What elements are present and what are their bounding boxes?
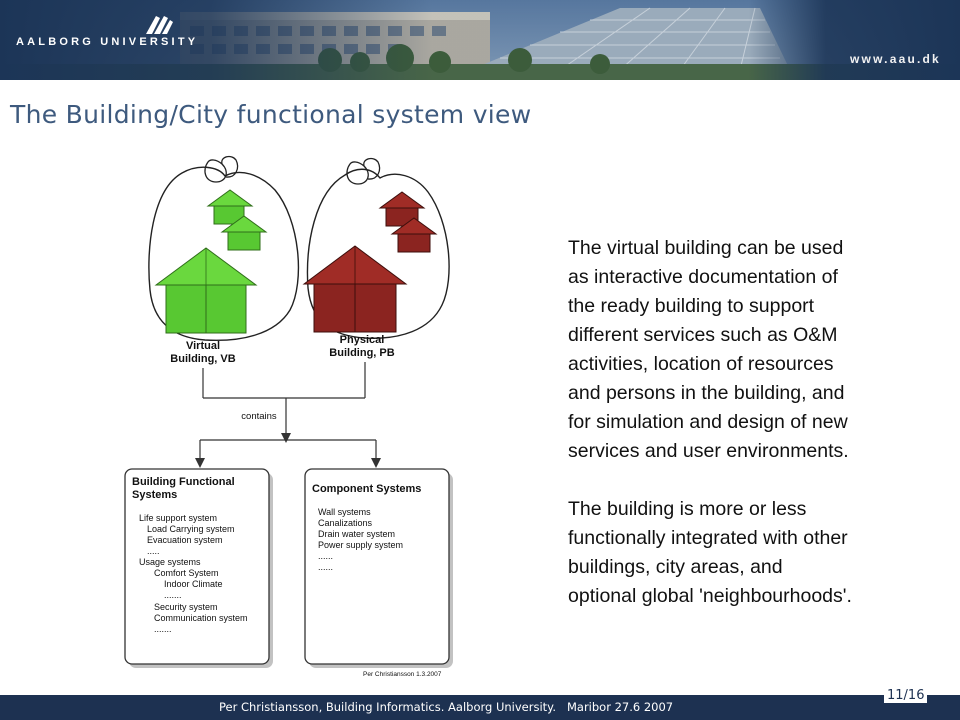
physical-house-large-icon	[302, 245, 408, 333]
footer-text: Per Christiansson, Building Informatics.…	[219, 700, 674, 714]
university-name: AALBORG UNIVERSITY	[16, 36, 199, 48]
component-item: Drain water system	[318, 529, 395, 539]
arrow-down-right-icon	[371, 458, 381, 468]
component-item: ......	[318, 551, 333, 561]
virtual-house-small-1-icon	[206, 189, 254, 225]
functional-item: Security system	[154, 602, 218, 612]
component-item: Canalizations	[318, 518, 373, 528]
paragraph-line: and persons in the building, and	[568, 382, 845, 404]
functional-item: Comfort System	[154, 568, 219, 578]
functional-item: Life support system	[139, 513, 217, 523]
functional-systems-box: Building Functional Systems Life support…	[124, 468, 270, 665]
footer-bar: Per Christiansson, Building Informatics.…	[0, 688, 960, 720]
campus-photo-banner	[0, 0, 960, 80]
slide-title: The Building/City functional system view	[10, 100, 532, 129]
diagram-credit: Per Christiansson 1.3.2007	[363, 671, 442, 678]
description-text: The virtual building can be used as inte…	[568, 234, 948, 611]
component-item: Wall systems	[318, 507, 371, 517]
paragraph-1: The virtual building can be used as inte…	[568, 234, 948, 466]
paragraph-2: The building is more or less functionall…	[568, 495, 948, 611]
virtual-building-label-2: Building, VB	[170, 353, 235, 365]
functional-item: .......	[154, 624, 172, 634]
header-banner: AALBORG UNIVERSITY www.aau.dk	[0, 0, 960, 80]
functional-system-diagram: Virtual Building, VB Physical Building, …	[124, 155, 453, 678]
page-number: 11/16	[884, 688, 928, 703]
component-box-title: Component Systems	[312, 483, 421, 495]
paragraph-line: functionally integrated with other	[568, 527, 848, 549]
virtual-house-large-icon	[154, 247, 258, 334]
paragraph-line: The building is more or less	[568, 498, 807, 520]
paragraph-line: optional global 'neighbourhoods'.	[568, 585, 852, 607]
virtual-building-label-1: Virtual	[186, 340, 220, 352]
functional-item: Usage systems	[139, 557, 201, 567]
functional-box-title-1: Building Functional	[132, 476, 235, 488]
virtual-cloud-outline	[148, 166, 300, 342]
physical-cloud-outline	[306, 168, 450, 339]
functional-item: Communication system	[154, 613, 248, 623]
component-item: Power supply system	[318, 540, 403, 550]
functional-item: Evacuation system	[147, 535, 223, 545]
component-systems-box: Component Systems Wall systems Canalizat…	[304, 468, 450, 665]
university-logo-icon	[146, 16, 173, 34]
physical-building-label-2: Building, PB	[329, 347, 394, 359]
paragraph-line: different services such as O&M	[568, 324, 838, 346]
functional-item: .......	[164, 590, 182, 600]
functional-box-title-2: Systems	[132, 489, 177, 501]
paragraph-line: as interactive documentation of	[568, 266, 838, 288]
functional-item: Load Carrying system	[147, 524, 235, 534]
connector-lines	[199, 362, 377, 460]
arrow-down-icon	[281, 433, 291, 443]
component-item: ......	[318, 562, 333, 572]
website-url: www.aau.dk	[850, 52, 941, 66]
contains-label: contains	[241, 411, 277, 422]
virtual-house-small-2-icon	[220, 215, 268, 251]
paragraph-line: The virtual building can be used	[568, 237, 844, 259]
paragraph-line: activities, location of resources	[568, 353, 834, 375]
arrow-down-left-icon	[195, 458, 205, 468]
paragraph-line: buildings, city areas, and	[568, 556, 783, 578]
physical-building-label-1: Physical	[340, 334, 385, 346]
paragraph-line: the ready building to support	[568, 295, 815, 317]
functional-item: .....	[147, 546, 160, 556]
physical-house-small-2-icon	[390, 217, 438, 253]
paragraph-line: services and user environments.	[568, 440, 849, 462]
functional-item: Indoor Climate	[164, 579, 223, 589]
paragraph-line: for simulation and design of new	[568, 411, 848, 433]
